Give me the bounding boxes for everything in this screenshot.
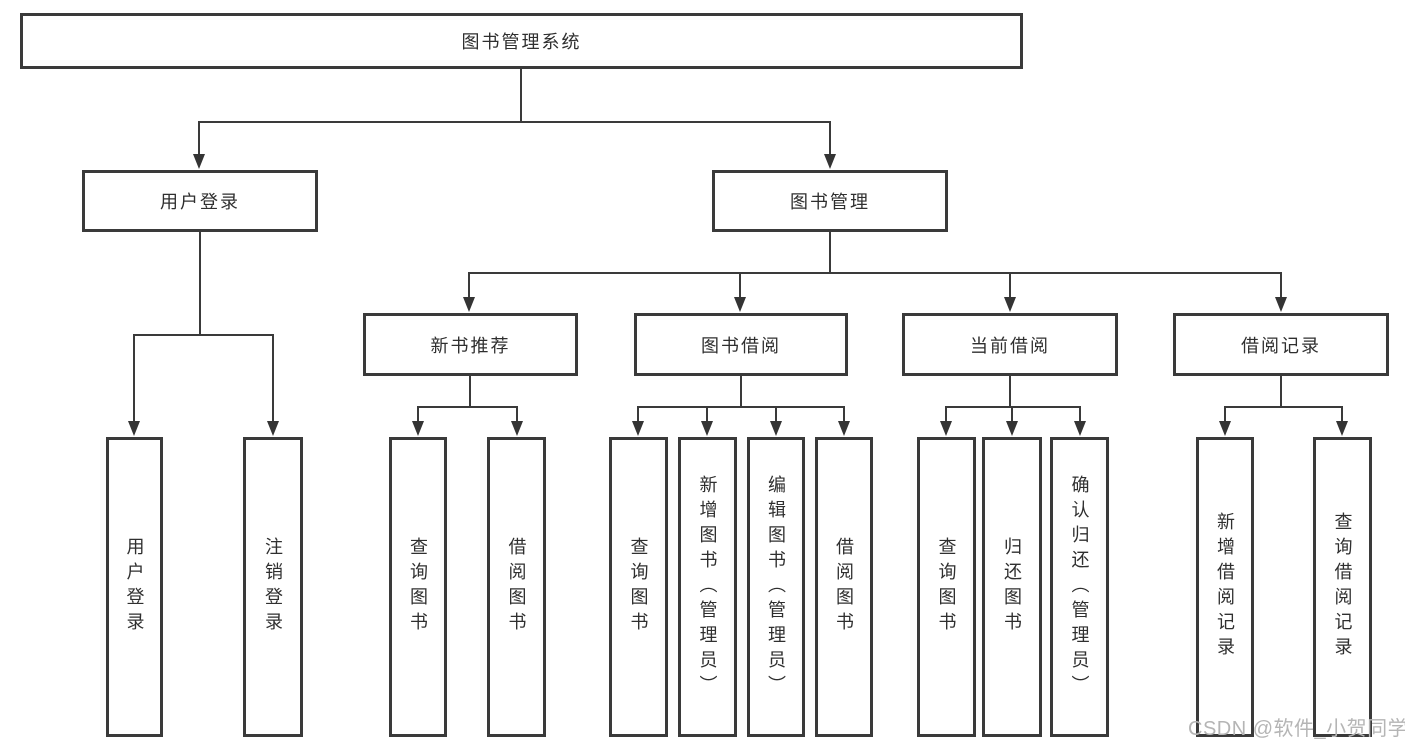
leaf-add-book-admin: 新增图书（管理员） xyxy=(678,437,737,737)
node-book-borrow: 图书借阅 xyxy=(634,313,848,376)
leaf-borrow-books-2: 借阅图书 xyxy=(815,437,873,737)
leaf-add-borrow-record-label: 新增借阅记录 xyxy=(1215,512,1235,662)
leaf-query-books-borrow: 查询图书 xyxy=(609,437,668,737)
node-borrow-records: 借阅记录 xyxy=(1173,313,1389,376)
leaf-query-borrow-record-label: 查询借阅记录 xyxy=(1332,512,1353,662)
leaf-borrow-books-recommend: 借阅图书 xyxy=(487,437,546,737)
node-user-login-label: 用户登录 xyxy=(160,192,240,212)
node-root-label: 图书管理系统 xyxy=(461,32,582,52)
leaf-add-borrow-record: 新增借阅记录 xyxy=(1196,437,1254,737)
node-book-borrow-label: 图书借阅 xyxy=(701,335,781,356)
csdn-watermark: CSDN @软件_小贺同学 xyxy=(1188,718,1405,740)
node-current-borrow: 当前借阅 xyxy=(902,313,1118,376)
leaf-logout: 注销登录 xyxy=(243,437,303,737)
leaf-query-borrow-record: 查询借阅记录 xyxy=(1313,437,1372,737)
leaf-user-login: 用户登录 xyxy=(106,437,163,737)
node-book-management-label: 图书管理 xyxy=(790,192,870,212)
leaf-return-book: 归还图书 xyxy=(982,437,1042,737)
node-user-login: 用户登录 xyxy=(82,170,318,232)
leaf-confirm-return-admin: 确认归还（管理员） xyxy=(1050,437,1109,737)
node-borrow-records-label: 借阅记录 xyxy=(1241,335,1321,356)
node-current-borrow-label: 当前借阅 xyxy=(970,335,1050,356)
node-book-management: 图书管理 xyxy=(712,170,948,232)
node-new-book-recommend: 新书推荐 xyxy=(363,313,578,376)
leaf-edit-book-admin-label: 编辑图书（管理员） xyxy=(766,474,786,700)
node-new-book-recommend-label: 新书推荐 xyxy=(430,335,511,356)
leaf-user-login-label: 用户登录 xyxy=(124,537,145,637)
leaf-edit-book-admin: 编辑图书（管理员） xyxy=(747,437,805,737)
leaf-borrow-books-recommend-label: 借阅图书 xyxy=(506,537,527,637)
leaf-logout-label: 注销登录 xyxy=(263,537,283,637)
leaf-borrow-books-2-label: 借阅图书 xyxy=(834,537,854,637)
leaf-query-books-recommend: 查询图书 xyxy=(389,437,447,737)
leaf-confirm-return-admin-label: 确认归还（管理员） xyxy=(1069,474,1090,700)
node-root: 图书管理系统 xyxy=(20,13,1023,69)
leaf-query-books-borrow-label: 查询图书 xyxy=(628,537,649,637)
leaf-query-books-recommend-label: 查询图书 xyxy=(408,537,428,637)
leaf-return-book-label: 归还图书 xyxy=(1002,537,1022,637)
leaf-add-book-admin-label: 新增图书（管理员） xyxy=(697,474,718,700)
leaf-query-books-current: 查询图书 xyxy=(917,437,976,737)
leaf-query-books-current-label: 查询图书 xyxy=(936,537,957,637)
